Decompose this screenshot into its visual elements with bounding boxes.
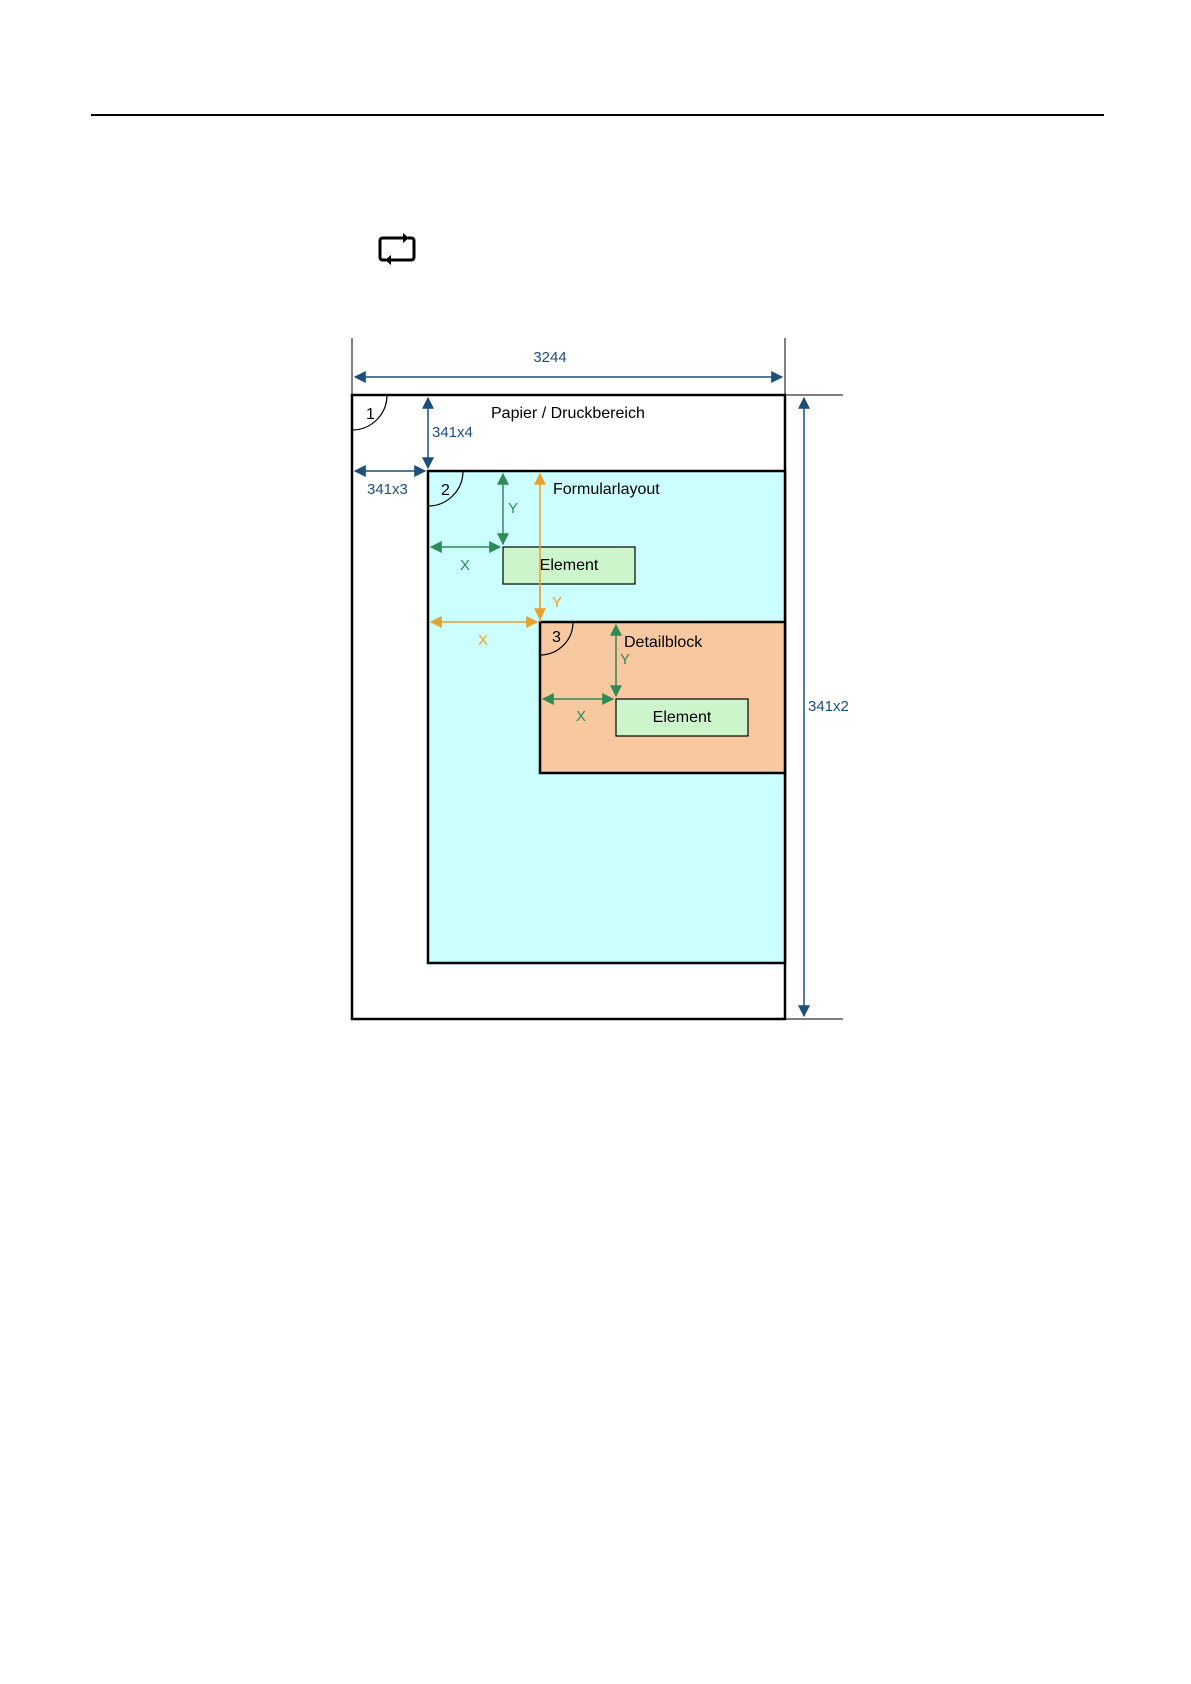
form-label: Formularlayout	[553, 481, 660, 498]
form-number: 2	[441, 482, 450, 499]
height-dimension-label: 341x2	[808, 698, 849, 715]
paper-number: 1	[366, 406, 375, 423]
detail-number: 3	[552, 629, 561, 646]
form-element-x-label: X	[460, 557, 470, 574]
top-offset-label: 341x4	[432, 424, 473, 441]
detail-x-label: X	[478, 632, 488, 649]
detail-element-y-label: Y	[620, 651, 630, 668]
detail-label: Detailblock	[624, 634, 703, 651]
detail-element-x-label: X	[576, 708, 586, 725]
detail-element-label: Element	[653, 709, 712, 726]
form-element-y-label: Y	[508, 500, 518, 517]
left-offset-label: 341x3	[367, 481, 408, 498]
form-element-label: Element	[540, 557, 599, 574]
detail-y-label: Y	[552, 594, 562, 611]
paper-label: Papier / Druckbereich	[491, 405, 645, 422]
width-dimension-label: 3244	[533, 349, 566, 366]
